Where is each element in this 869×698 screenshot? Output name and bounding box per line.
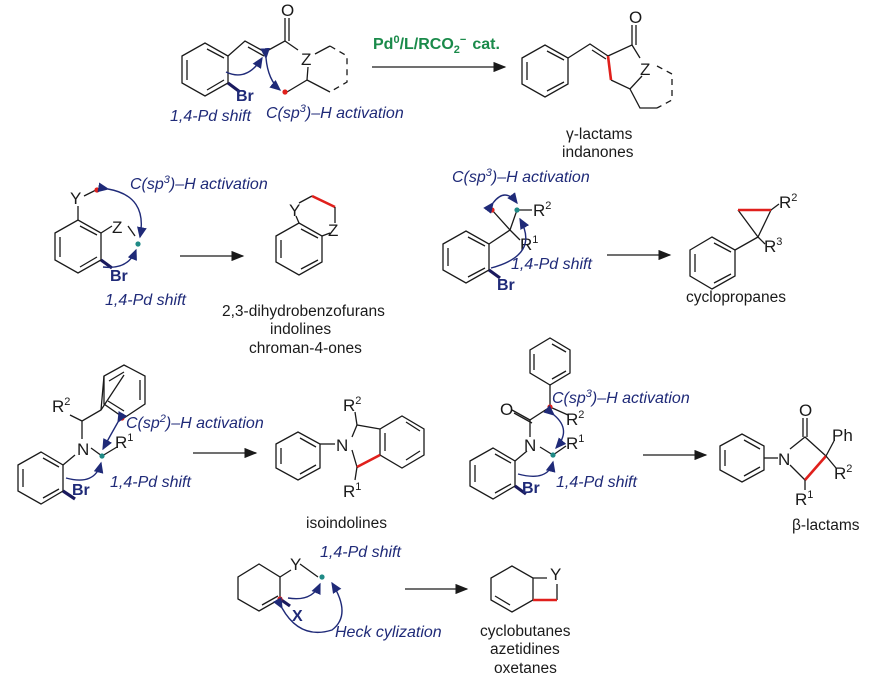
product-label-6a: cyclobutanes <box>480 623 571 640</box>
product-label-6c: oxetanes <box>494 660 557 677</box>
activated-carbon-dot <box>119 415 125 421</box>
activated-carbon-dot <box>282 89 288 95</box>
migrating-carbon-dot <box>319 574 325 580</box>
substrate-3: R2 R1 Br <box>442 192 551 294</box>
product-label-5: β-lactams <box>792 517 860 534</box>
product-atom-z: Z <box>328 221 338 240</box>
atom-r2: R2 <box>566 409 584 429</box>
catalyst-label: Pd0/L/RCO2−cat. <box>373 34 500 56</box>
atom-r2: R2 <box>52 396 70 416</box>
atom-r1: R1 <box>520 234 538 254</box>
note-pd-shift: 1,4-Pd shift <box>511 256 592 273</box>
reaction-5: O N R2 R1 Br C(sp3)–H activation 1,4-Pd … <box>469 337 860 534</box>
reaction-6: Y X 1,4-Pd shift Heck cylization Y cyclo… <box>237 544 571 677</box>
atom-x: X <box>292 608 303 625</box>
migrating-carbon-dot <box>262 49 268 55</box>
product-3: R2 R3 <box>689 192 797 290</box>
atom-br: Br <box>497 277 515 294</box>
atom-y: Y <box>290 555 301 574</box>
note-pd-shift: 1,4-Pd shift <box>320 544 401 561</box>
reaction-2: Y Z Br C(sp3)–H activation 1,4-Pd shift … <box>54 174 385 357</box>
product-label-6b: azetidines <box>490 641 560 658</box>
product-label-2a: 2,3-dihydrobenzofurans <box>222 303 385 320</box>
activated-carbon-dot <box>94 187 100 193</box>
product-atom-o: O <box>799 401 812 420</box>
atom-o: O <box>500 400 513 419</box>
product-atom-r2: R2 <box>343 395 361 415</box>
atom-z: Z <box>301 50 311 69</box>
product-atom-n: N <box>778 450 790 469</box>
product-label-3: cyclopropanes <box>686 289 786 306</box>
atom-n: N <box>77 440 89 459</box>
note-ch-activation: C(sp3)–H activation <box>130 174 268 193</box>
note-ch-activation: C(sp3)–H activation <box>552 388 690 407</box>
atom-br: Br <box>110 268 128 285</box>
product-5: O N Ph R2 R1 <box>719 401 853 509</box>
substrate-4: R2 N R1 Br <box>17 364 146 505</box>
note-pd-shift: 1,4-Pd shift <box>556 474 637 491</box>
note-ch-activation: C(sp3)–H activation <box>452 167 590 186</box>
product-atom-r2: R2 <box>834 463 852 483</box>
product-atom-r1: R1 <box>343 481 361 501</box>
product-atom-r1: R1 <box>795 489 813 509</box>
product-label-1b: indanones <box>562 144 634 161</box>
atom-br: Br <box>522 480 540 497</box>
product-atom-z: Z <box>640 60 650 79</box>
note-pd-shift: 1,4-Pd shift <box>170 108 251 125</box>
atom-n: N <box>524 436 536 455</box>
atom-z: Z <box>112 218 122 237</box>
atom-r1: R1 <box>115 432 133 452</box>
activated-carbon-dot <box>277 596 283 602</box>
note-ch-activation: C(sp2)–H activation <box>126 413 264 432</box>
note-ch-activation: C(sp3)–H activation <box>266 103 404 122</box>
note-heck: Heck cylization <box>335 624 442 641</box>
atom-r2: R2 <box>533 200 551 220</box>
migrating-carbon-dot <box>135 241 141 247</box>
product-atom-r3: R3 <box>764 236 782 256</box>
migrating-carbon-dot <box>514 207 520 213</box>
product-4: N R2 R1 <box>275 395 425 501</box>
product-atom-y: Y <box>550 565 561 584</box>
product-atom-o: O <box>629 8 642 27</box>
product-atom-n: N <box>336 436 348 455</box>
atom-br: Br <box>72 482 90 499</box>
substrate-5: O N R2 R1 Br <box>469 337 584 500</box>
substrate-2: Y Z Br <box>54 182 147 285</box>
reaction-4: R2 N R1 Br C(sp2)–H activation 1,4-Pd sh… <box>17 364 425 532</box>
product-label-1a: γ-lactams <box>566 126 633 143</box>
migrating-carbon-dot <box>99 453 105 459</box>
atom-y: Y <box>70 189 81 208</box>
product-atom-y: Y <box>289 201 300 220</box>
atom-br: Br <box>236 88 254 105</box>
migrating-carbon-dot <box>550 452 556 458</box>
atom-r1: R1 <box>566 433 584 453</box>
reaction-1: O Z Br 1,4-Pd shift C(sp3)–H activation … <box>170 1 673 161</box>
note-pd-shift: 1,4-Pd shift <box>110 474 191 491</box>
product-label-2c: chroman-4-ones <box>249 340 362 357</box>
product-6: Y <box>490 565 561 613</box>
reaction-3: R2 R1 Br C(sp3)–H activation 1,4-Pd shif… <box>442 167 797 306</box>
substrate-1: O Z Br <box>181 1 348 105</box>
product-1: O Z <box>521 8 673 109</box>
product-atom-r2: R2 <box>779 192 797 212</box>
product-label-4: isoindolines <box>306 515 387 532</box>
activated-carbon-dot <box>489 207 495 213</box>
product-atom-ph: Ph <box>832 426 853 445</box>
product-label-2b: indolines <box>270 321 331 338</box>
note-pd-shift: 1,4-Pd shift <box>105 292 186 309</box>
product-2: Y Z <box>275 194 338 276</box>
atom-o: O <box>281 1 294 20</box>
substrate-6: Y X <box>237 555 343 634</box>
